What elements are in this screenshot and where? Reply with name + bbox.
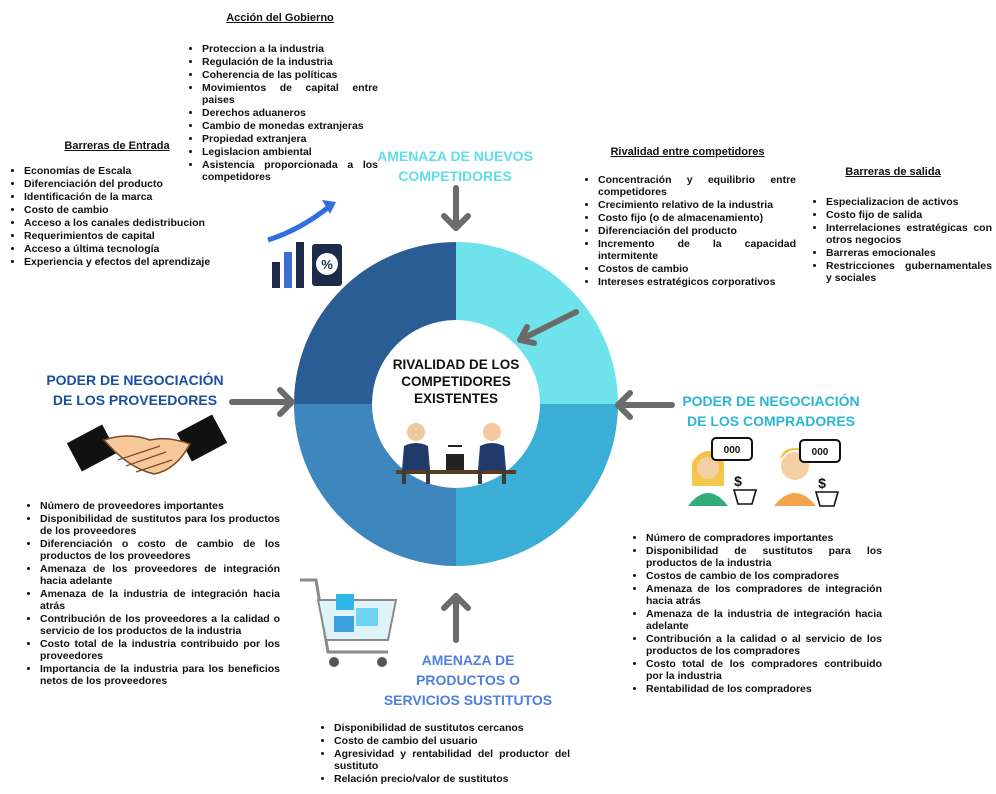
force-substitutes-line-1: AMENAZA DE	[421, 652, 515, 668]
force-substitutes-line-3: SERVICIOS SUSTITUTOS	[383, 692, 553, 708]
list-item: Barreras emocionales	[826, 247, 992, 259]
list-item: Derechos aduaneros	[202, 107, 378, 119]
list-item: Interrelaciones estratégicas con otros n…	[826, 222, 992, 246]
exit-barriers-heading: Barreras de salida	[845, 166, 941, 178]
list-item: Legislacion ambiental	[202, 146, 378, 158]
list-item: Amenaza de los proveedores de integració…	[40, 563, 280, 587]
list-item: Intereses estratégicos corporativos	[598, 276, 796, 288]
list-item: Restricciones gubernamentales y sociales	[826, 260, 992, 284]
speech-bubble-text: 000	[724, 445, 741, 456]
list-item: Diferenciación del producto	[24, 178, 230, 190]
list-item: Cambio de monedas extranjeras	[202, 120, 378, 132]
force-substitutes-line-2: PRODUCTOS O	[416, 672, 520, 688]
list-item: Acceso a los canales dedistribucion	[24, 217, 230, 229]
dollar-sign-2: $	[818, 475, 826, 491]
arrow-from-bottom	[441, 593, 471, 643]
list-item: Rentabilidad de los compradores	[646, 683, 882, 695]
list-item: Diferenciación del producto	[598, 225, 796, 237]
substitutes-list: Disponibilidad de sustitutos cercanos Co…	[320, 722, 570, 786]
rivalry-list: Concentración y equilibrio entre competi…	[584, 174, 796, 289]
list-item: Número de proveedores importantes	[40, 500, 280, 512]
list-item: Economías de Escala	[24, 165, 230, 177]
list-item: Requerimientos de capital	[24, 230, 230, 242]
list-item: Amenaza de la industria de integración h…	[646, 608, 882, 632]
list-item: Especializacion de activos	[826, 196, 992, 208]
buyers-cart-icon: 000 $ 000 $	[688, 437, 841, 507]
list-item: Amenaza de la industria de integración h…	[40, 588, 280, 612]
list-item: Movimientos de capital entre paises	[202, 82, 378, 106]
list-item: Experiencia y efectos del aprendizaje	[24, 256, 230, 268]
list-item: Costo total de la industria contribuido …	[40, 638, 280, 662]
force-new-entrants-title: AMENAZA DE NUEVOS COMPETIDORES	[365, 146, 545, 186]
force-new-entrants-line-1: AMENAZA DE NUEVOS	[377, 148, 533, 164]
speech-bubble-text-2: 000	[812, 447, 829, 458]
list-item: Costo fijo (o de almacenamiento)	[598, 212, 796, 224]
buyers-list: Número de compradores importantes Dispon…	[632, 532, 882, 696]
center-title-line-1: RIVALIDAD DE LOS	[392, 357, 520, 372]
dollar-sign: $	[734, 473, 742, 489]
list-item: Amenaza de los compradores de integració…	[646, 583, 882, 607]
arrow-from-right	[615, 390, 675, 420]
list-item: Contribución a la calidad o al servicio …	[646, 633, 882, 657]
list-item: Regulación de la industria	[202, 56, 378, 68]
list-item: Disponibilidad de sustitutos cercanos	[334, 722, 570, 734]
list-item: Disponibilidad de sustitutos para los pr…	[646, 545, 882, 569]
force-buyers-line-2: DE LOS COMPRADORES	[686, 413, 855, 429]
growth-percent-icon: %	[267, 200, 342, 288]
competing-businessmen-icon	[396, 423, 516, 484]
center-title: RIVALIDAD DE LOS COMPETIDORES EXISTENTES	[382, 356, 530, 407]
list-item: Proteccion a la industria	[202, 43, 378, 55]
suppliers-list: Número de proveedores importantes Dispon…	[26, 500, 280, 688]
list-item: Agresividad y rentabilidad del productor…	[334, 748, 570, 772]
list-item: Identificación de la marca	[24, 191, 230, 203]
list-item: Costos de cambio de los compradores	[646, 570, 882, 582]
list-item: Incremento de la capacidad intermitente	[598, 238, 796, 262]
list-item: Crecimiento relativo de la industria	[598, 199, 796, 211]
list-item: Costo de cambio del usuario	[334, 735, 570, 747]
force-suppliers-title: PODER DE NEGOCIACIÓN DE LOS PROVEEDORES	[30, 370, 240, 410]
list-item: Importancia de la industria para los ben…	[40, 663, 280, 687]
arrow-from-top	[441, 185, 471, 231]
percent-sign: %	[321, 257, 333, 272]
list-item: Acceso a última tecnología	[24, 243, 230, 255]
force-suppliers-line-2: DE LOS PROVEEDORES	[52, 392, 218, 408]
list-item: Asistencia proporcionada a los competido…	[202, 159, 378, 183]
force-new-entrants-line-2: COMPETIDORES	[398, 168, 512, 184]
center-title-line-2: COMPETIDORES	[401, 374, 511, 389]
force-substitutes-title: AMENAZA DE PRODUCTOS O SERVICIOS SUSTITU…	[378, 650, 558, 710]
arrow-from-left	[229, 387, 295, 417]
list-item: Disponibilidad de sustitutos para los pr…	[40, 513, 280, 537]
list-item: Diferenciación o costo de cambio de los …	[40, 538, 280, 562]
list-item: Costo de cambio	[24, 204, 230, 216]
list-item: Coherencia de las políticas	[202, 69, 378, 81]
exit-barriers-list: Especializacion de activos Costo fijo de…	[812, 196, 992, 285]
government-list: Proteccion a la industria Regulación de …	[188, 43, 378, 184]
entry-barriers-list: Economías de Escala Diferenciación del p…	[10, 165, 230, 269]
list-item: Costo total de los compradores contribui…	[646, 658, 882, 682]
list-item: Concentración y equilibrio entre competi…	[598, 174, 796, 198]
shopping-cart-icon	[300, 578, 398, 667]
center-title-line-3: EXISTENTES	[413, 391, 499, 406]
list-item: Relación precio/valor de sustitutos	[334, 773, 570, 785]
list-item: Costos de cambio	[598, 263, 796, 275]
force-buyers-line-1: PODER DE NEGOCIACIÓN	[682, 393, 860, 409]
list-item: Contribución de los proveedores a la cal…	[40, 613, 280, 637]
rivalry-heading: Rivalidad entre competidores	[610, 146, 765, 158]
arrow-from-rivalry-list	[517, 309, 579, 346]
government-heading: Acción del Gobierno	[226, 12, 334, 24]
list-item: Número de compradores importantes	[646, 532, 882, 544]
entry-barriers-heading: Barreras de Entrada	[64, 140, 170, 152]
handshake-icon	[66, 414, 228, 475]
force-buyers-title: PODER DE NEGOCIACIÓN DE LOS COMPRADORES	[666, 391, 876, 431]
list-item: Propiedad extranjera	[202, 133, 378, 145]
force-suppliers-line-1: PODER DE NEGOCIACIÓN	[46, 372, 224, 388]
list-item: Costo fijo de salida	[826, 209, 992, 221]
